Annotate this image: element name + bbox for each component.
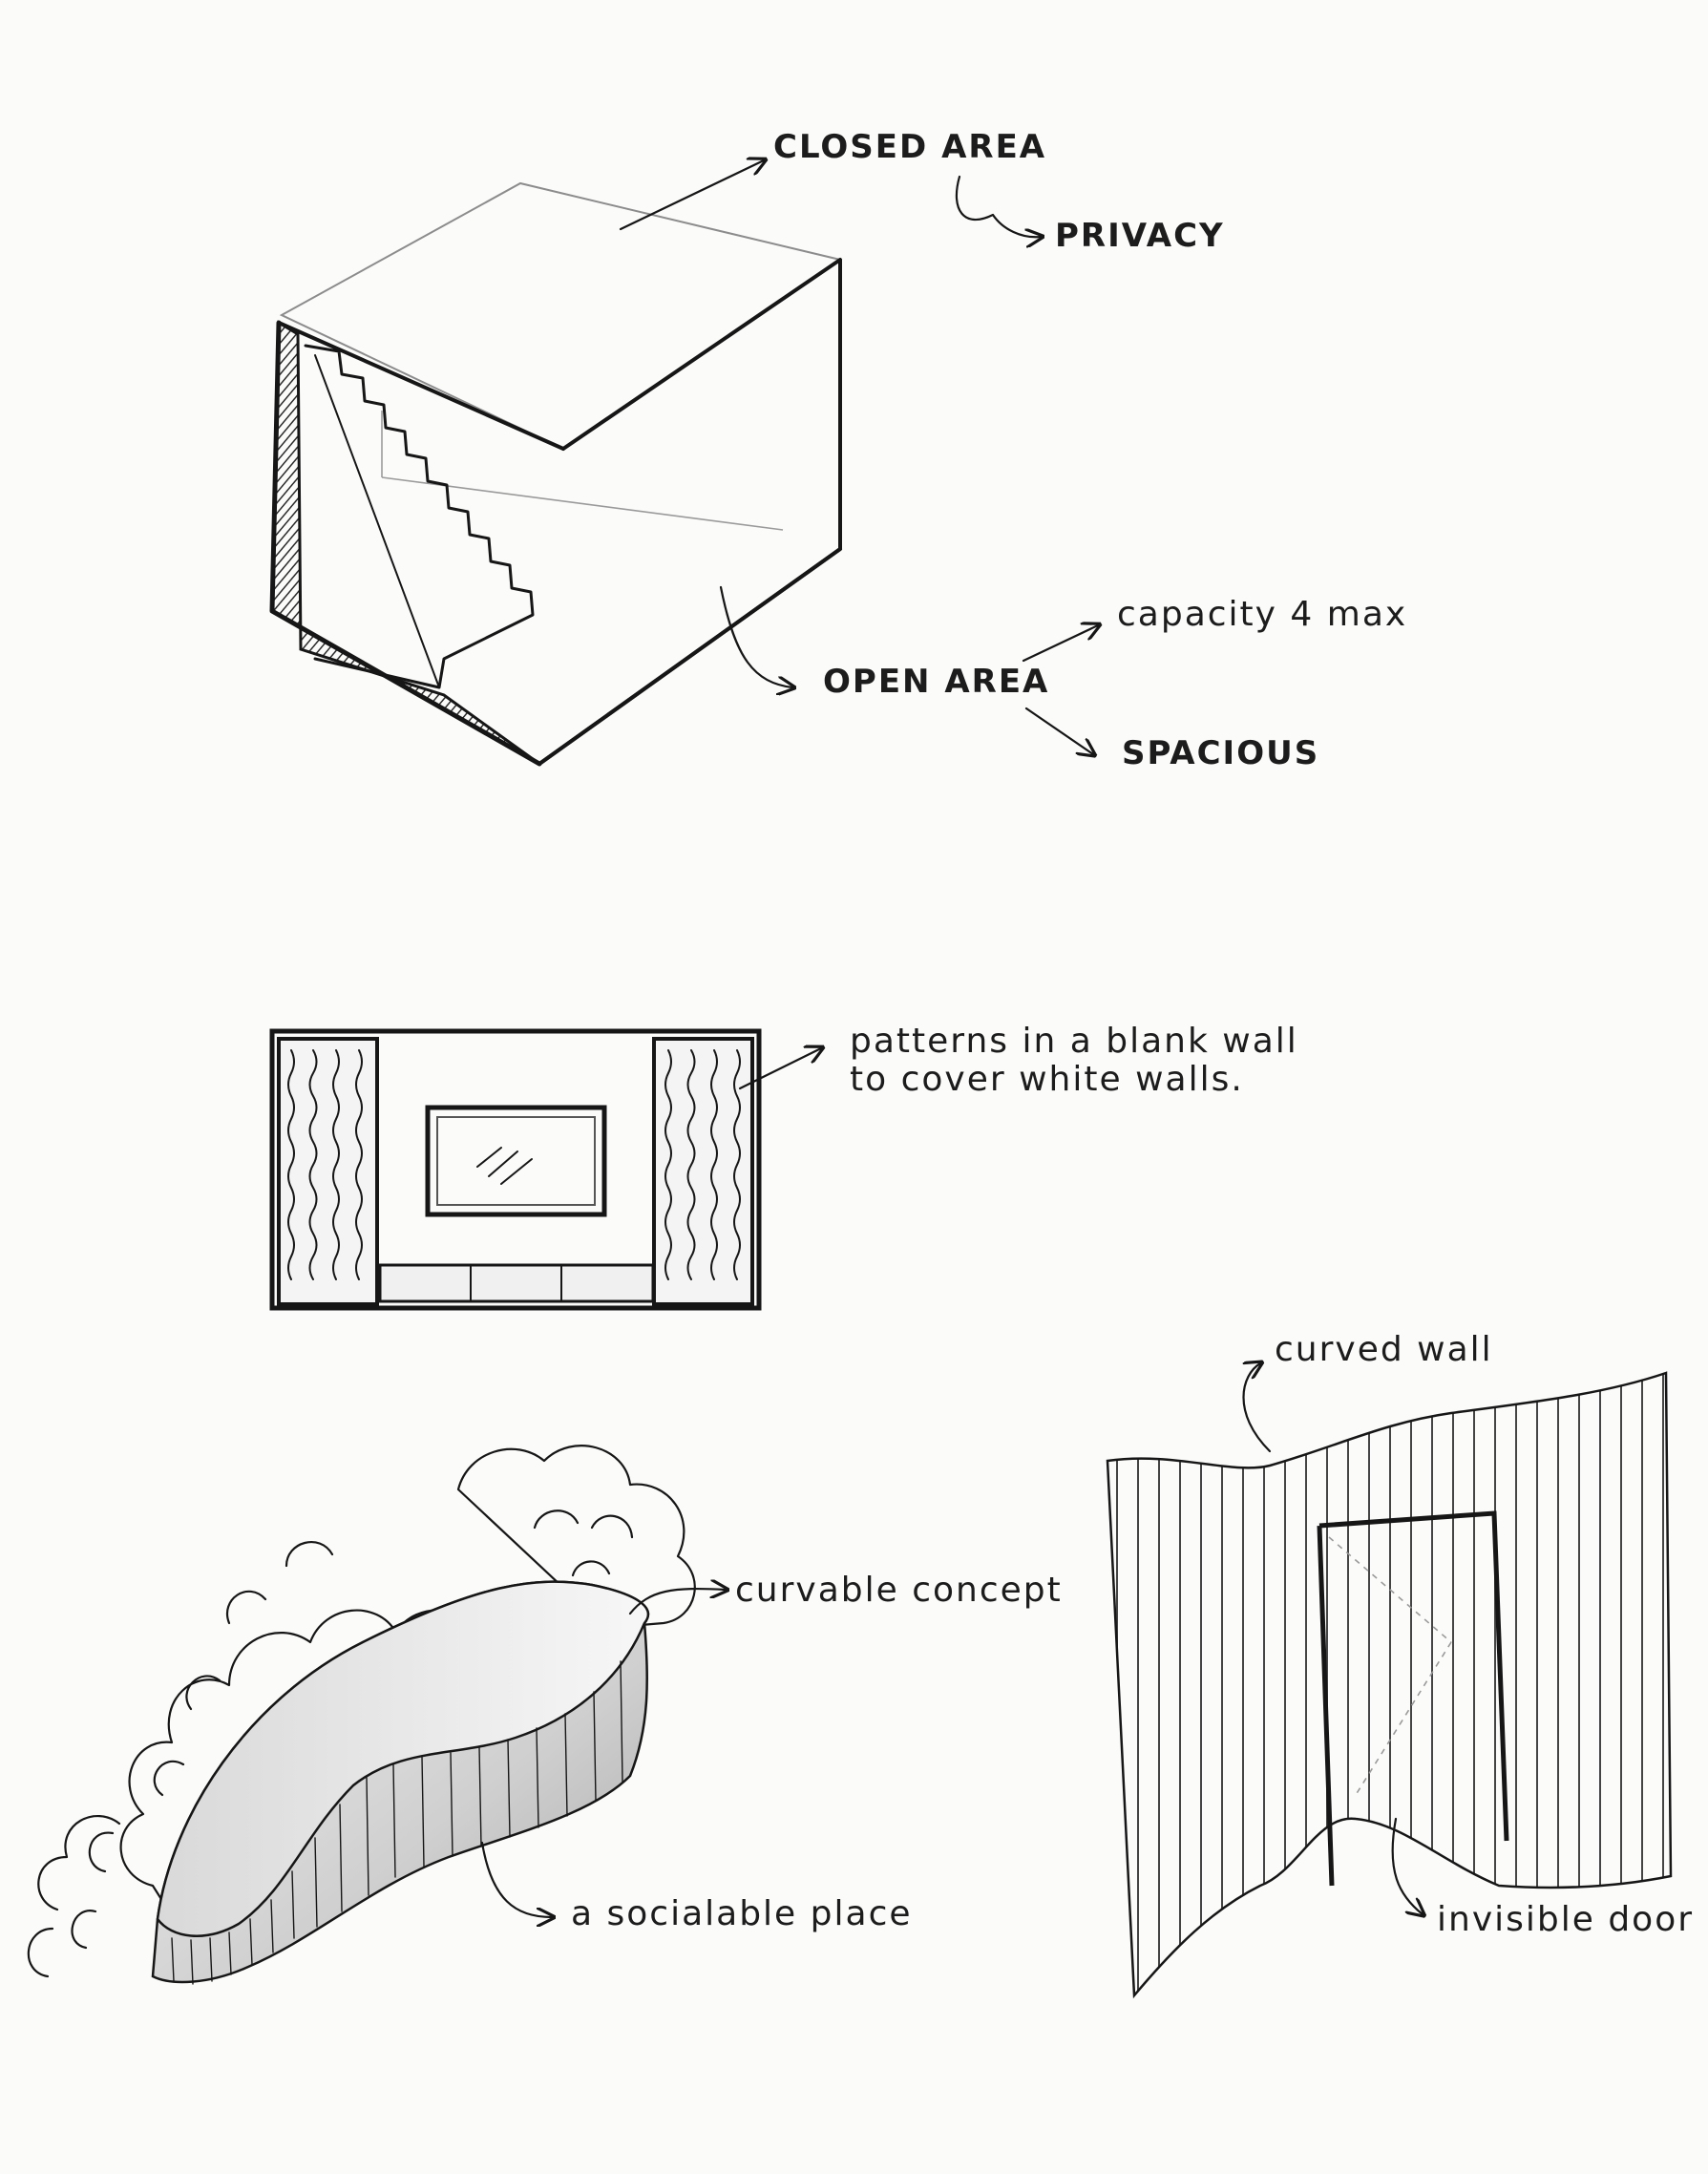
cube-sketch: CLOSED AREA PRIVACY OPEN AREA capacity 4… — [269, 128, 1407, 772]
annotation-curved-wall: curved wall — [1244, 1330, 1493, 1453]
curved-wall-sketch: curved wall invisible door — [1106, 1330, 1694, 1999]
tv-console — [378, 1263, 655, 1303]
curved-bench-sketch: curvable concept a socialable place — [27, 1445, 1063, 1985]
annotation-invisible-door: invisible door — [1391, 1817, 1694, 1939]
bench-top — [156, 1580, 650, 1937]
label-privacy: PRIVACY — [1055, 217, 1225, 255]
right-pattern-strip — [652, 1037, 754, 1306]
annotation-patterns: patterns in a blank wall to cover white … — [738, 1022, 1298, 1099]
bushes — [27, 1445, 696, 1978]
invisible-door — [1317, 1510, 1509, 1887]
label-sociable: a socialable place — [571, 1894, 913, 1933]
label-capacity: capacity 4 max — [1117, 595, 1407, 634]
annotation-closed-area: CLOSED AREA — [619, 128, 1046, 231]
annotation-spacious: SPACIOUS — [1024, 707, 1319, 772]
label-open-area: OPEN AREA — [823, 663, 1049, 701]
label-patterns-line1: patterns in a blank wall — [850, 1022, 1298, 1061]
label-curved-wall: curved wall — [1275, 1330, 1493, 1369]
annotation-sociable: a socialable place — [480, 1841, 913, 1933]
label-spacious: SPACIOUS — [1122, 734, 1319, 772]
label-closed-area: CLOSED AREA — [773, 128, 1046, 166]
left-pattern-vines — [287, 1049, 363, 1280]
annotation-open-area: OPEN AREA — [719, 585, 1049, 701]
label-invisible-door: invisible door — [1437, 1900, 1694, 1939]
right-pattern-vines — [664, 1049, 741, 1280]
label-patterns-line2: to cover white walls. — [850, 1060, 1244, 1099]
annotation-capacity: capacity 4 max — [1022, 595, 1407, 663]
left-pattern-strip — [277, 1037, 379, 1306]
staircase — [304, 344, 535, 689]
annotation-curvable: curvable concept — [628, 1571, 1063, 1615]
label-curvable: curvable concept — [735, 1571, 1063, 1610]
wall-panel-sketch: patterns in a blank wall to cover white … — [269, 1022, 1298, 1311]
annotation-privacy: PRIVACY — [955, 175, 1225, 255]
tv-screen — [425, 1105, 607, 1217]
curved-wall-surface — [1106, 1371, 1673, 1999]
